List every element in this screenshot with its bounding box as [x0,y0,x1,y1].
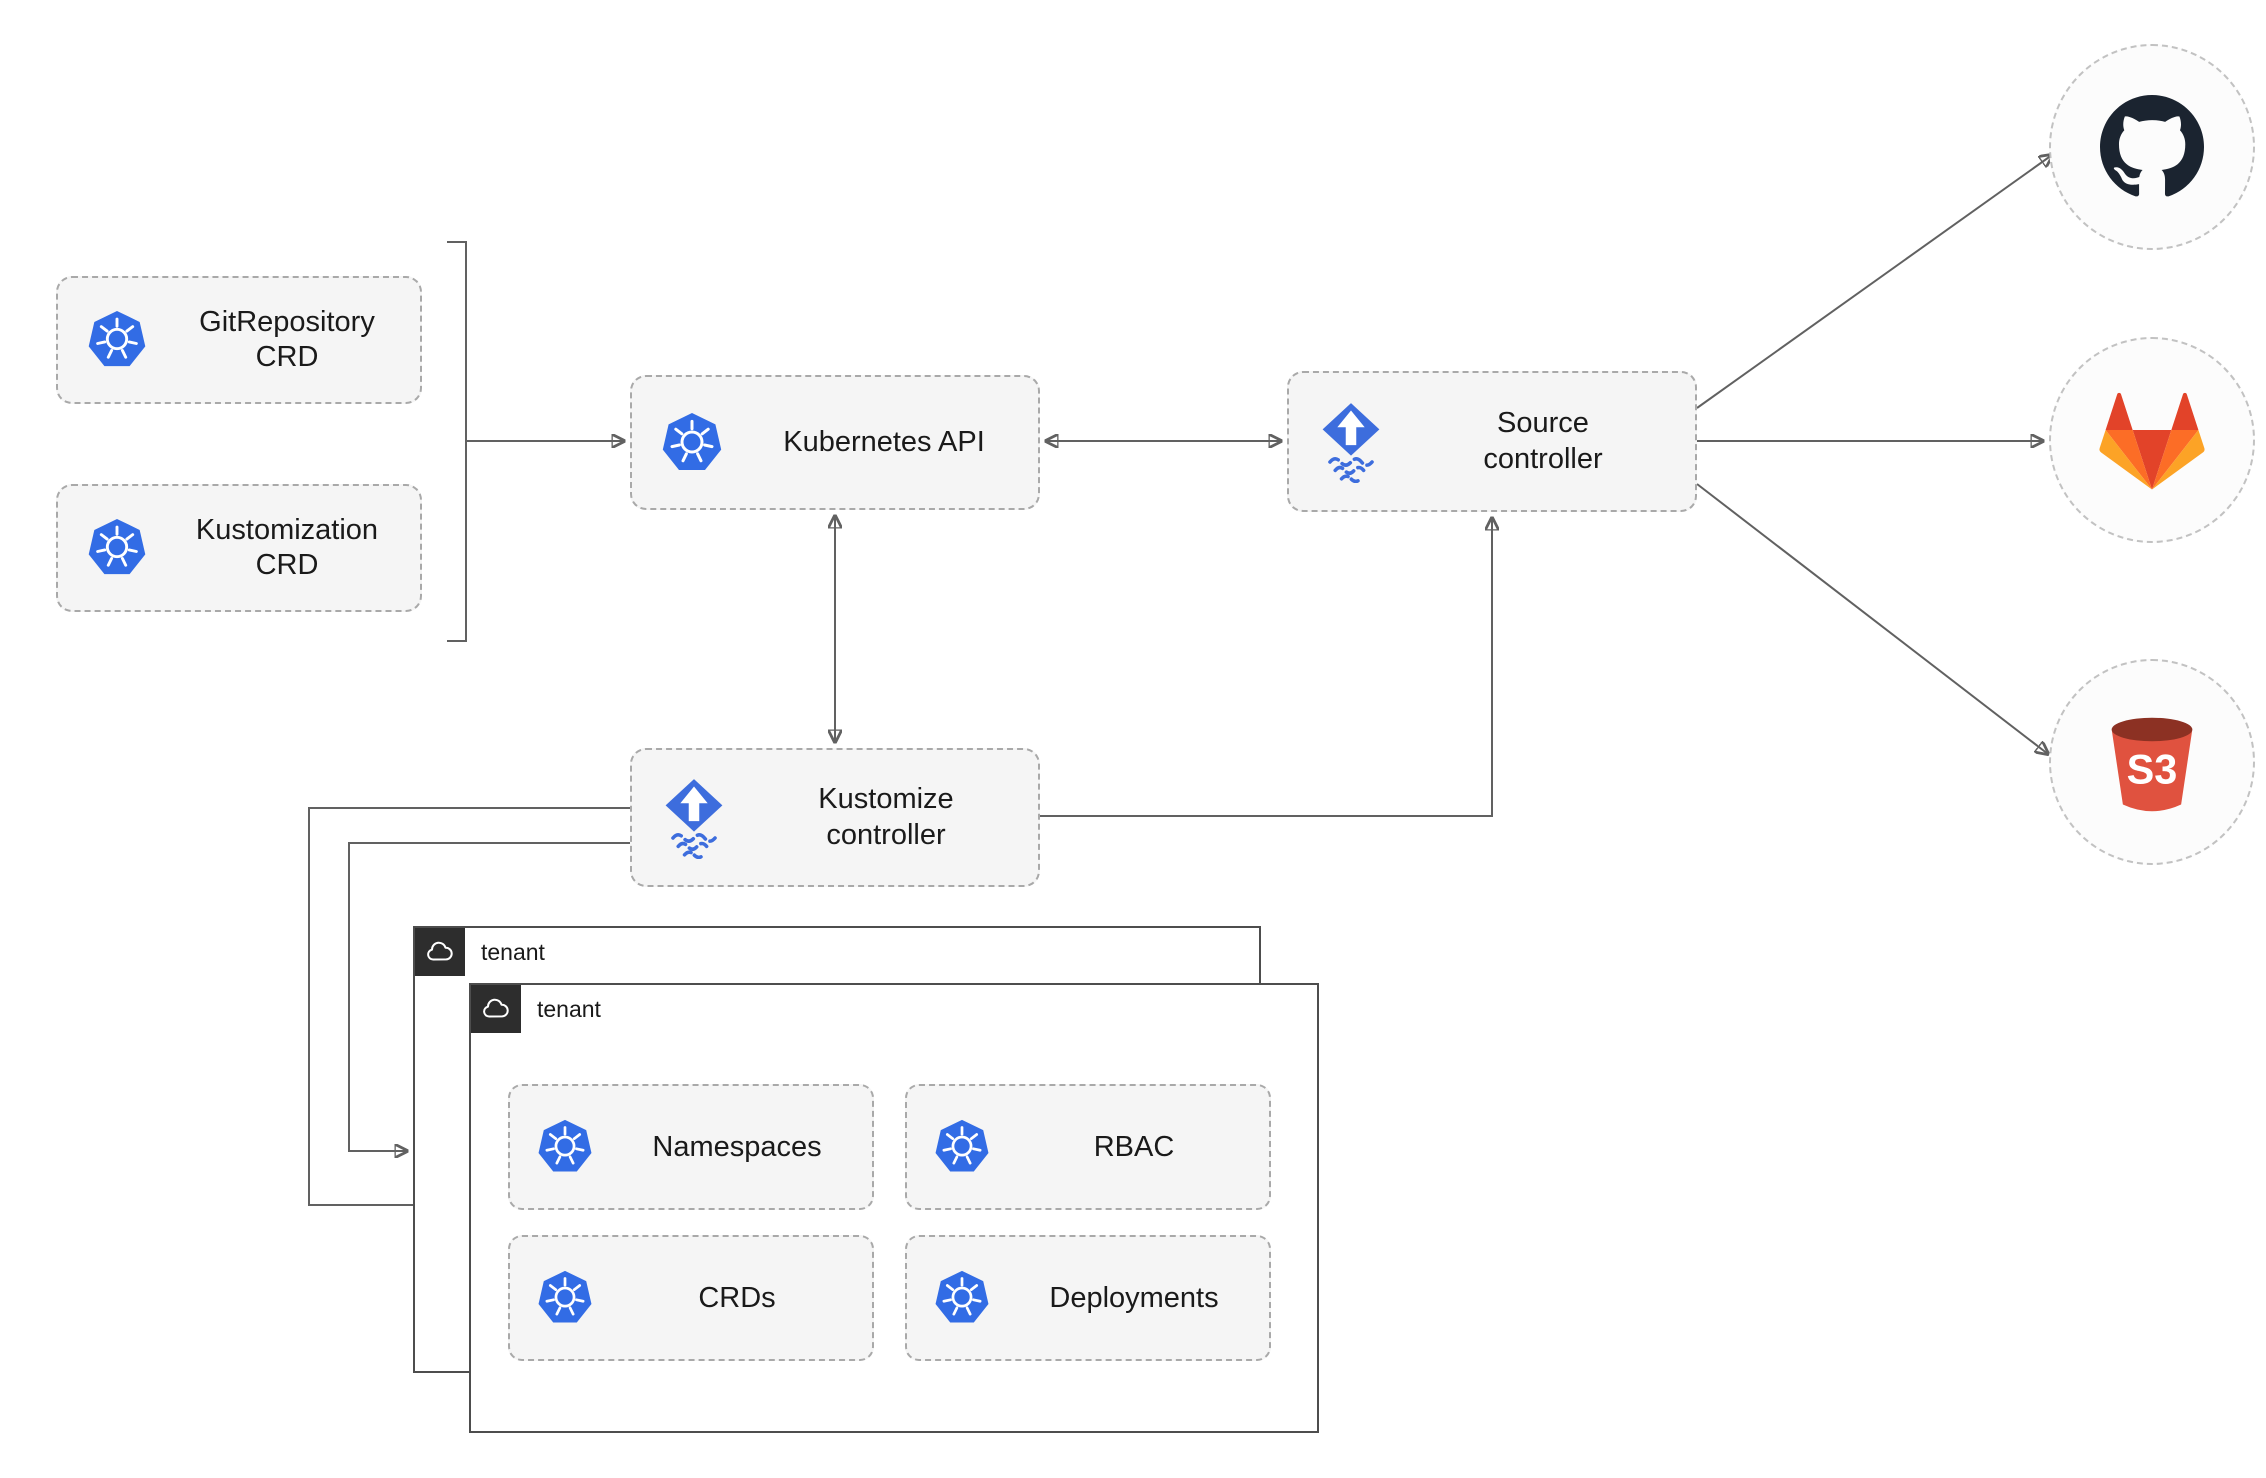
node-label: Kustomize controller [750,782,1038,853]
node-label-line: Source [1497,407,1589,440]
node-label-line: CRD [255,549,319,581]
node-label-line: Kustomize [818,783,954,816]
endpoint-s3: S3 [2049,659,2255,865]
resource-label: Deployments [1049,1281,1219,1314]
node-label-line: controller [1483,442,1603,475]
kubernetes-icon [933,1269,991,1327]
node-source-controller: Source controller [1287,371,1697,512]
node-kubernetes-api: Kubernetes API [630,375,1040,510]
node-label-line: CRD [255,341,319,373]
gitlab-icon [2099,392,2205,490]
resource-crds: CRDs [508,1235,874,1361]
node-label: Kubernetes API [746,425,1038,460]
node-label-line: Kubernetes API [783,425,985,458]
flux-icon [660,777,728,859]
kubernetes-icon [660,411,724,475]
kubernetes-icon [86,309,148,371]
node-label: Kustomization CRD [170,513,420,584]
resource-deployments: Deployments [905,1235,1271,1361]
cloud-icon [425,937,455,967]
cloud-icon [481,994,511,1024]
kubernetes-icon [933,1118,991,1176]
node-kustomization-crd: Kustomization CRD [56,484,422,612]
connector-kustomize-controller-to-tenant-back [348,842,630,1151]
resource-label: Namespaces [652,1130,822,1163]
kubernetes-icon [86,517,148,579]
connector-kustomize-controller-to-tenant-front [308,807,630,1205]
connector-source-controller-to-s3 [1696,483,2048,754]
node-label-line: Kustomization [195,513,379,546]
node-gitrepository-crd: GitRepository CRD [56,276,422,404]
resource-label: RBAC [1093,1130,1175,1163]
node-label: GitRepository CRD [170,305,420,376]
tenant-tab [471,985,521,1033]
s3-bucket-icon: S3 [2111,717,2193,812]
s3-label: S3 [2127,745,2178,792]
node-kustomize-controller: Kustomize controller [630,748,1040,887]
resource-rbac: RBAC [905,1084,1271,1210]
tenant-group-front: tenant Namespaces RBAC CRDs Deployments [469,983,1319,1433]
github-icon [2100,95,2204,197]
node-label: Source controller [1407,406,1695,477]
tenant-label: tenant [537,995,601,1022]
tenant-tab [415,928,465,976]
resource-namespaces: Namespaces [508,1084,874,1210]
connector-kustomize-controller-to-source-controller [1040,518,1492,817]
resource-label: CRDs [698,1281,776,1314]
endpoint-gitlab [2049,337,2255,543]
tenant-label: tenant [481,938,545,965]
endpoint-github [2049,44,2255,250]
kubernetes-icon [536,1269,594,1327]
node-label-line: controller [826,818,946,851]
kubernetes-icon [536,1118,594,1176]
flux-icon [1317,401,1385,483]
node-label-line: GitRepository [199,305,375,338]
connector-source-controller-to-github [1696,155,2052,409]
connector-crd-bracket [447,241,467,642]
